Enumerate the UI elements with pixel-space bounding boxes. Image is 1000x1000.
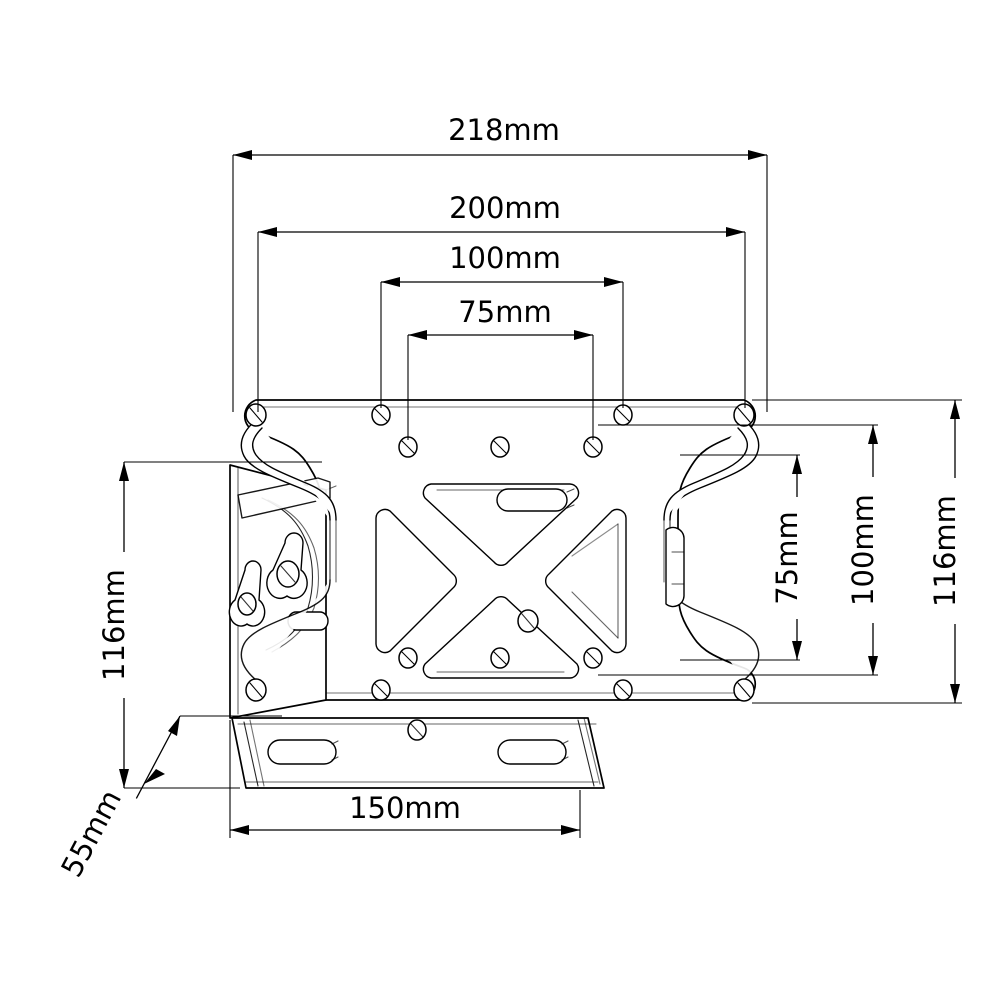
dimension-label-75mm-vertical: 75mm <box>770 511 804 604</box>
dimension-label-100mm-horizontal: 100mm <box>449 241 561 275</box>
dimension-label-116mm-right: 116mm <box>928 495 962 607</box>
top-cutout-slot <box>496 488 575 512</box>
dimension-116mm-left: 116mm <box>97 461 322 789</box>
dimension-label-116mm-left: 116mm <box>97 569 131 681</box>
keyhole-slot-left <box>228 560 266 627</box>
x-cutout-group <box>375 483 627 679</box>
shelf-hole-center <box>407 719 427 741</box>
dimension-label-218mm: 218mm <box>448 113 560 147</box>
shelf-slot-right <box>497 739 569 765</box>
vesa-hole <box>733 403 755 427</box>
bracket-part-geometry <box>228 399 760 789</box>
vesa-hole <box>613 679 633 701</box>
vesa-hole <box>398 647 418 669</box>
dimension-150mm: 150mm <box>229 720 581 838</box>
vesa-hole <box>733 678 755 702</box>
dimension-200mm: 200mm <box>257 190 746 412</box>
vesa-hole <box>490 647 510 669</box>
vesa-hole <box>583 436 603 458</box>
dimension-218mm: 218mm <box>232 112 768 412</box>
right-arm-slot <box>665 526 685 608</box>
dimension-100mm-vertical: 100mm <box>598 424 889 676</box>
left-swing-arm <box>240 419 337 681</box>
dimension-label-200mm: 200mm <box>449 191 561 225</box>
dimension-label-150mm: 150mm <box>349 791 461 825</box>
keyhole-slot-right <box>266 532 308 600</box>
dimension-75mm-vertical: 75mm <box>680 454 813 661</box>
vesa-hole <box>245 678 267 702</box>
dimension-75mm-horizontal: 75mm <box>407 295 594 440</box>
bottom-shelf-plate <box>231 717 605 789</box>
vesa-hole <box>245 403 267 427</box>
vesa-hole-group <box>245 403 755 702</box>
right-swing-arm <box>663 419 760 681</box>
dimension-label-75mm-horizontal: 75mm <box>458 295 551 329</box>
shelf-slot-left <box>267 739 339 765</box>
dimension-label-100mm-vertical: 100mm <box>846 494 880 606</box>
vesa-hole <box>371 679 391 701</box>
vesa-hole <box>490 436 510 458</box>
bottom-cutout-boss <box>517 609 539 633</box>
dimension-55mm-diagonal: 55mm <box>29 715 282 909</box>
dimension-116mm-right: 116mm <box>752 399 971 704</box>
vesa-hole <box>583 647 603 669</box>
left-wall-plate <box>228 464 337 719</box>
dimension-100mm-horizontal: 100mm <box>380 241 624 408</box>
